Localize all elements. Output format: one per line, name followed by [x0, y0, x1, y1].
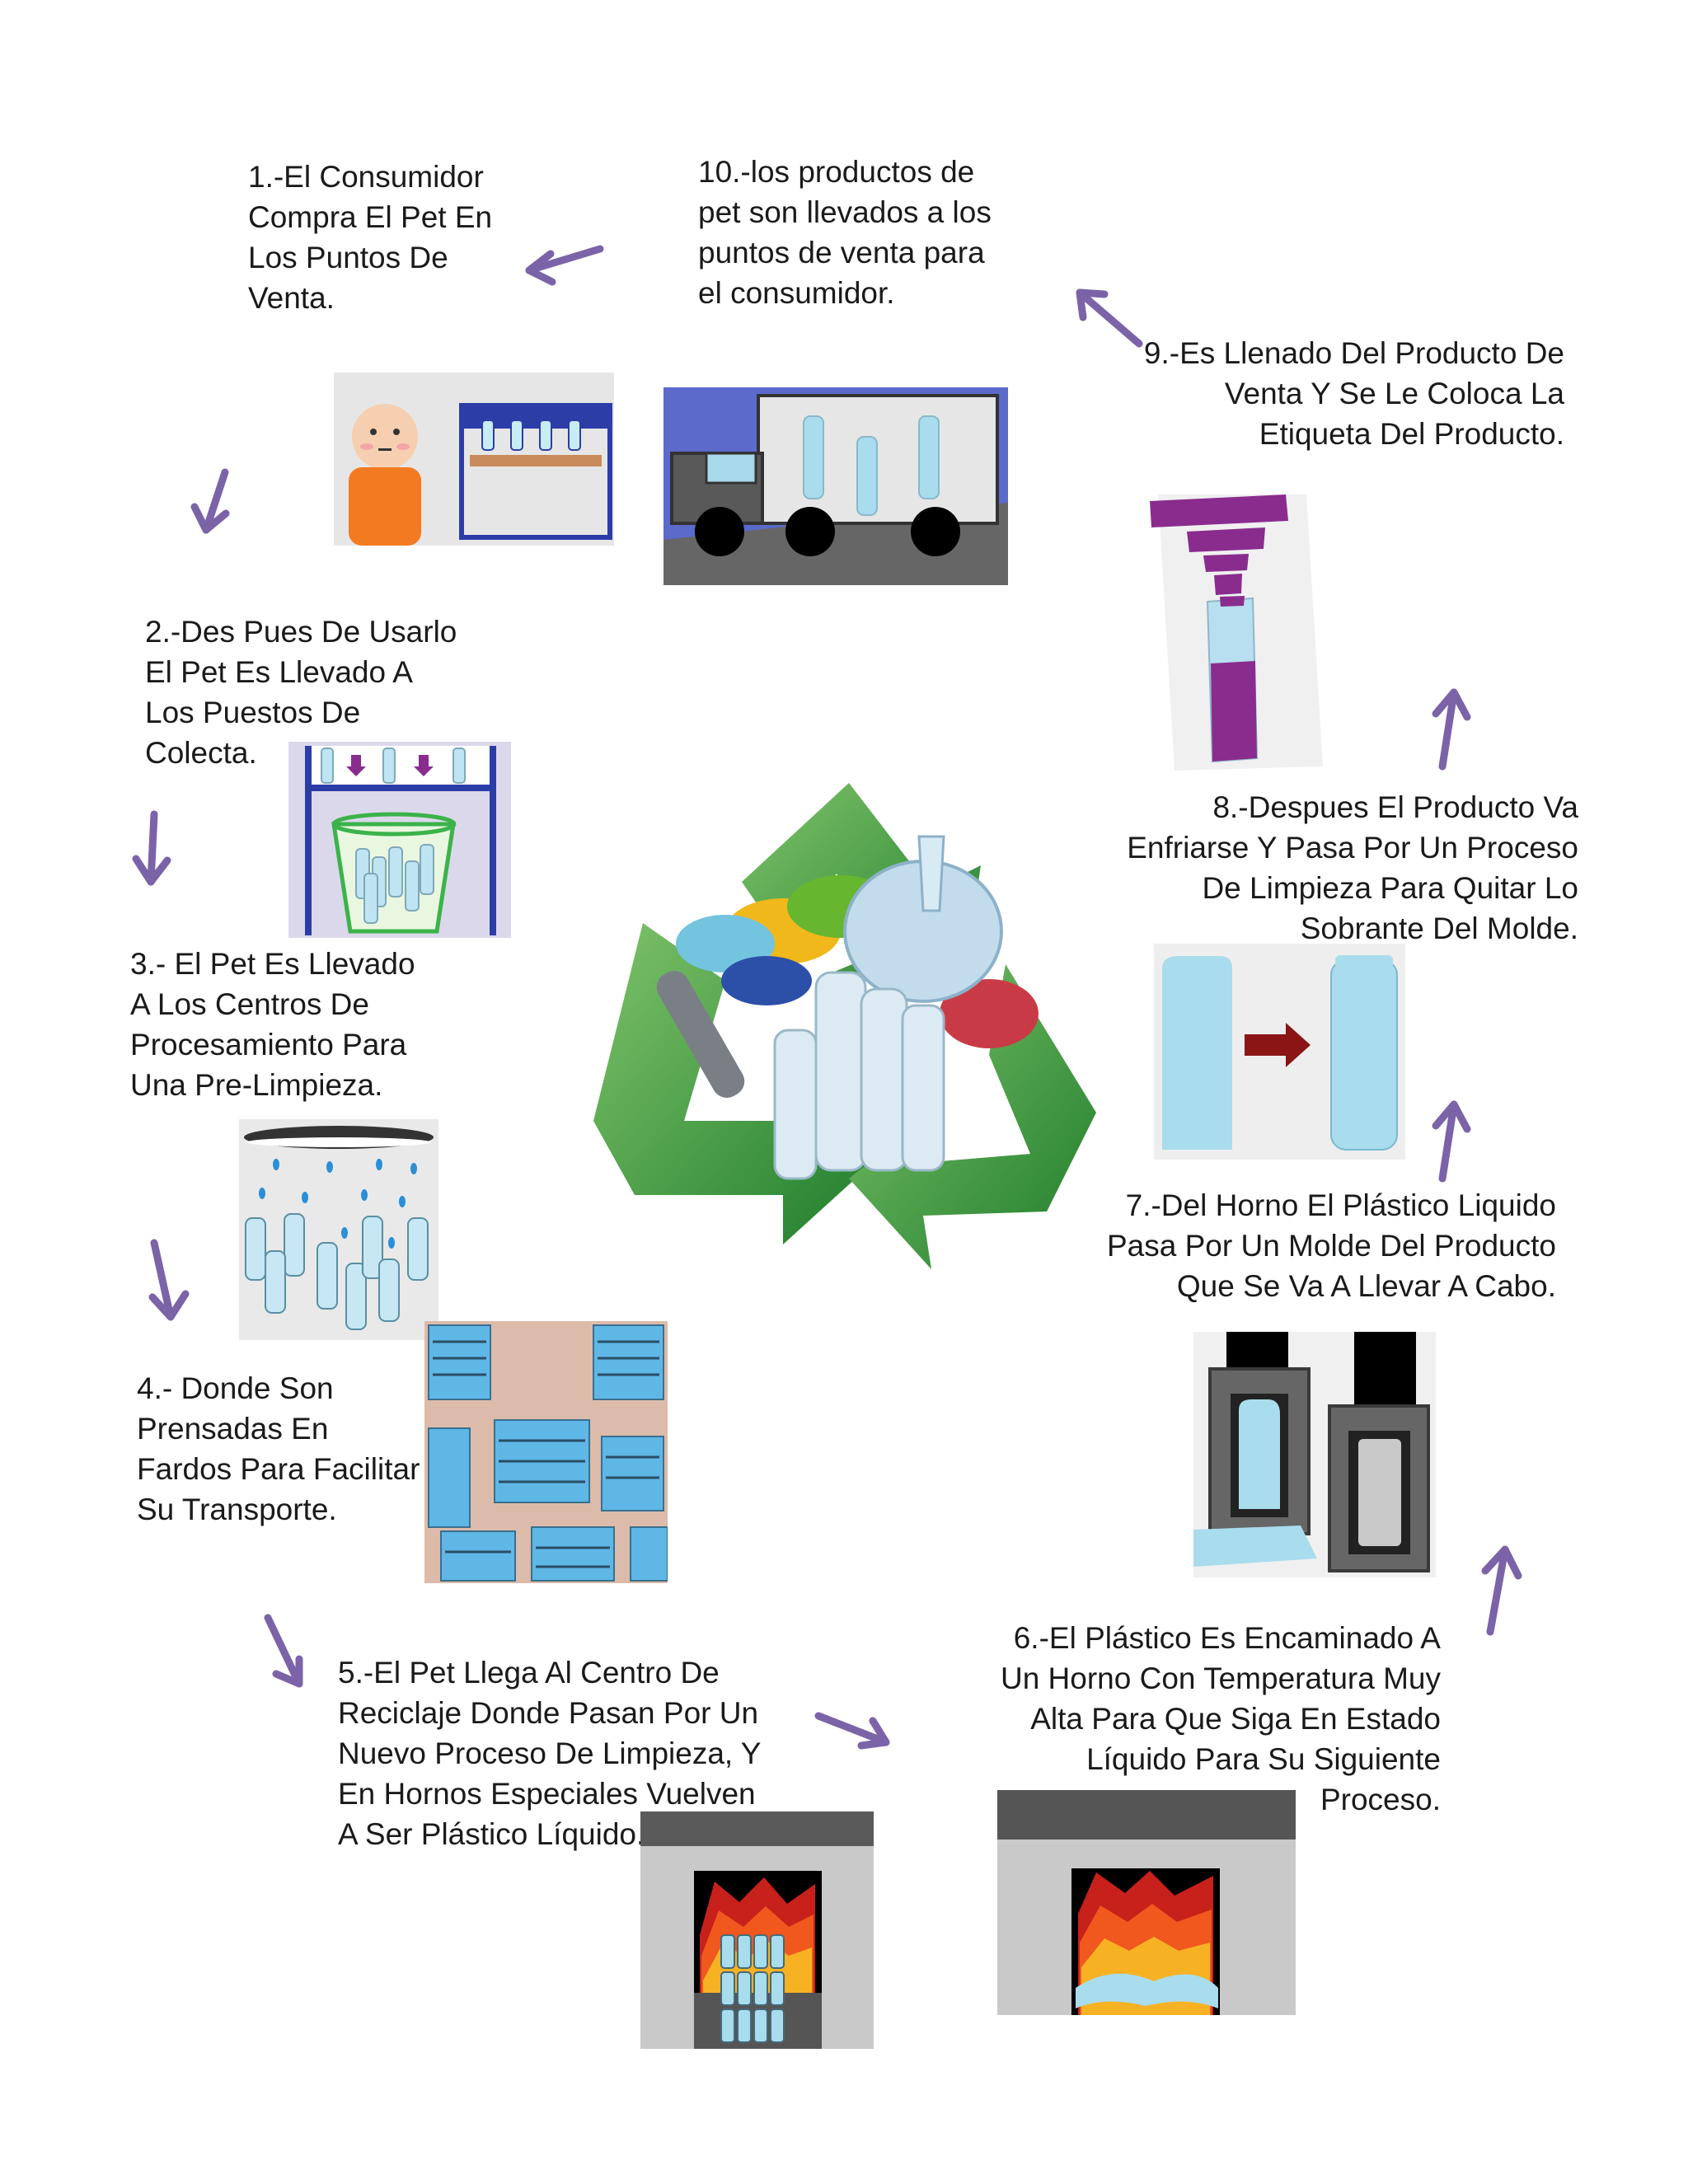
collection-bin-illustration	[288, 742, 511, 938]
recycling-furnace-illustration	[640, 1811, 874, 2049]
delivery-truck-illustration	[663, 387, 1008, 585]
step-7-text: 7.-Del Horno El Plástico Liquido Pasa Po…	[1107, 1188, 1556, 1303]
arrow-icon	[812, 1706, 894, 1755]
mold-press-illustration	[1193, 1332, 1436, 1577]
arrow-icon	[1071, 284, 1146, 350]
pre-cleaning-spray-illustration	[239, 1119, 438, 1340]
arrow-icon	[188, 466, 237, 540]
step-5-text: 5.-El Pet Llega Al Centro De Reciclaje D…	[338, 1656, 762, 1851]
arrow-icon	[1426, 684, 1475, 775]
arrow-icon	[1475, 1541, 1525, 1640]
step-3-text: 3.- El Pet Es Llevado A Los Centros De P…	[130, 947, 415, 1102]
step-8-text: 8.-Despues El Producto Va Enfriarse Y Pa…	[1127, 790, 1578, 945]
step-1-text: 1.-El Consumidor Compra El Pet En Los Pu…	[248, 160, 493, 315]
arrow-icon	[128, 808, 177, 890]
arrow-icon	[519, 239, 610, 288]
high-temperature-furnace-illustration	[997, 1790, 1296, 2015]
step-4-text: 4.- Donde Son Prensadas En Fardos Para F…	[137, 1371, 420, 1526]
step-2-text: 2.-Des Pues De Usarlo El Pet Es Llevado …	[145, 615, 457, 770]
recycle-symbol-icon	[577, 766, 1104, 1327]
arrow-icon	[144, 1236, 194, 1327]
step-9-text: 9.-Es Llenado Del Producto De Venta Y Se…	[1143, 336, 1564, 451]
arrow-icon	[1426, 1096, 1475, 1187]
step-6-text: 6.-El Plástico Es Encaminado A Un Horno …	[1000, 1621, 1441, 1816]
cooling-cleaning-illustration	[1154, 944, 1405, 1160]
pressed-bales-illustration	[424, 1321, 668, 1583]
bottle-filling-illustration	[1142, 486, 1335, 779]
step-10-text: 10.-los productos de pet son llevados a …	[698, 155, 992, 310]
arrow-icon	[260, 1611, 309, 1694]
consumer-shelf-illustration	[334, 373, 614, 546]
